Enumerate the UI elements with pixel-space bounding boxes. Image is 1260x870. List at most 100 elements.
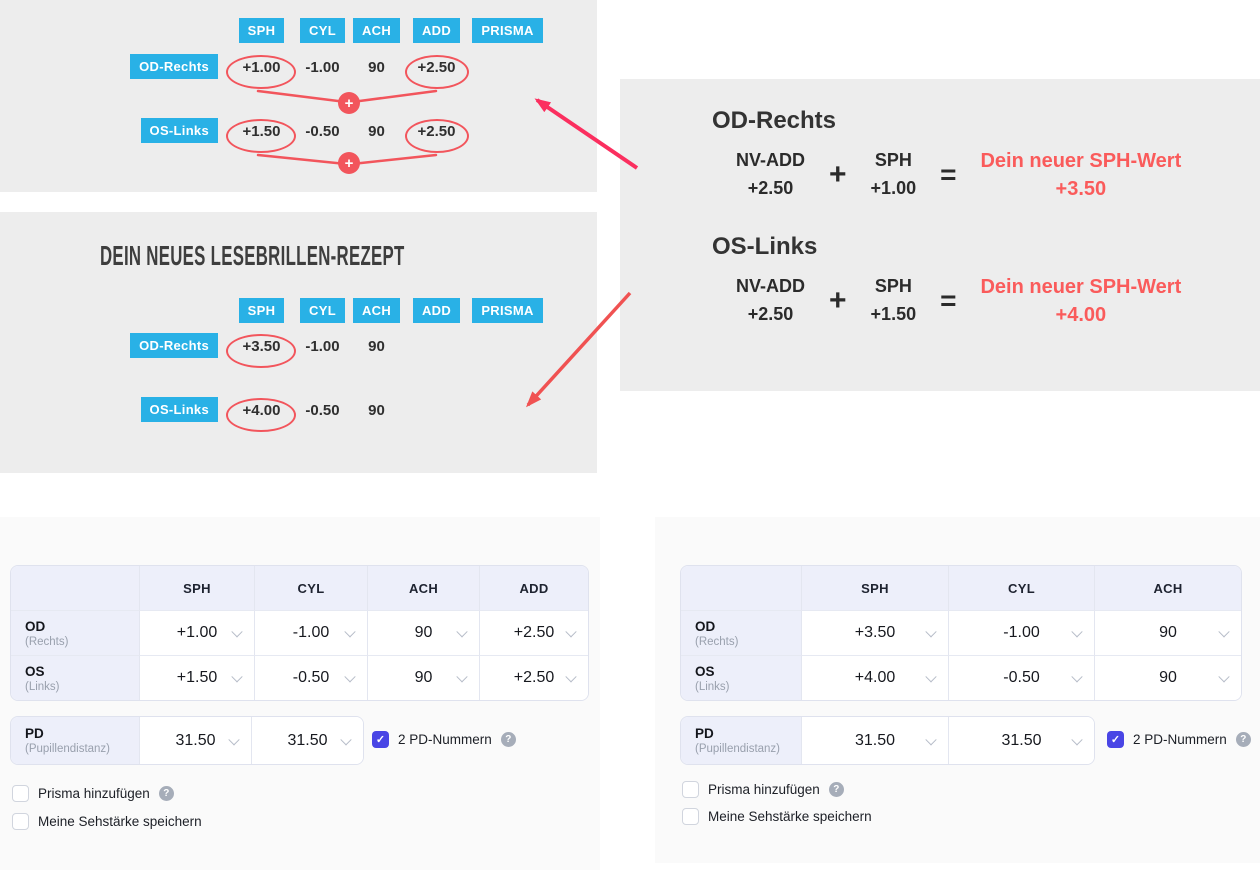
- term-nv-add: NV-ADD +2.50: [736, 273, 805, 329]
- od-ach-value: 90: [368, 58, 385, 76]
- select-od-sph[interactable]: +1.00: [139, 610, 254, 655]
- select-os-add[interactable]: +2.50: [479, 655, 588, 700]
- row-sublabel: (Pupillendistanz): [25, 743, 111, 755]
- corner-cell: [681, 566, 801, 610]
- checkbox-save[interactable]: [682, 808, 699, 825]
- select-od-ach[interactable]: 90: [1094, 610, 1241, 655]
- checkbox-label: Meine Sehstärke speichern: [708, 809, 872, 824]
- equals-operator: =: [940, 159, 957, 190]
- table-header-row: SPH CYL ACH: [681, 566, 1241, 610]
- select-value: -0.50: [292, 669, 330, 686]
- row-sublabel: (Links): [695, 680, 730, 693]
- check-icon: ✓: [375, 734, 386, 746]
- checkbox-label: Prisma hinzufügen: [38, 786, 150, 801]
- result-label: Dein neuer SPH-Wert: [980, 276, 1182, 298]
- select-od-ach[interactable]: 90: [367, 610, 479, 655]
- row-sublabel: (Pupillendistanz): [695, 743, 781, 755]
- chevron-down-icon: [1071, 671, 1083, 683]
- help-icon[interactable]: ?: [1235, 732, 1251, 747]
- col-header-cyl: CYL: [948, 566, 1094, 610]
- term-sph: SPH +1.00: [871, 147, 917, 203]
- chevron-down-icon: [344, 626, 356, 638]
- select-os-sph[interactable]: +4.00: [801, 655, 948, 700]
- checkbox-2-pd[interactable]: ✓: [372, 731, 389, 748]
- select-od-cyl[interactable]: -1.00: [948, 610, 1094, 655]
- row-label-pd: PD (Pupillendistanz): [11, 717, 139, 764]
- os-ach-value: 90: [368, 122, 385, 140]
- checkbox-prisma[interactable]: [682, 781, 699, 798]
- prescription-form-left: SPH CYL ACH ADD OD (Rechts) +1.00 -1.00 …: [0, 517, 600, 870]
- col-header-cyl: CYL: [254, 566, 367, 610]
- select-pd-left[interactable]: 31.50: [251, 717, 363, 764]
- select-value: +2.50: [513, 669, 555, 686]
- row-label-od: OD (Rechts): [681, 610, 801, 655]
- chevron-down-icon: [925, 671, 937, 683]
- save-prescription-option: Meine Sehstärke speichern: [12, 813, 202, 830]
- col-header-prisma: PRISMA: [472, 18, 543, 43]
- plus-operator: +: [829, 158, 847, 191]
- os-sph-value: +1.50: [242, 122, 281, 140]
- prescription-form-right: SPH CYL ACH OD (Rechts) +3.50 -1.00 90 O…: [655, 517, 1260, 863]
- select-od-add[interactable]: +2.50: [479, 610, 588, 655]
- select-os-cyl[interactable]: -0.50: [948, 655, 1094, 700]
- checkbox-prisma[interactable]: [12, 785, 29, 802]
- col-header-add: ADD: [412, 18, 461, 43]
- chevron-down-icon: [925, 626, 937, 638]
- row-label-os-links: OS-Links: [140, 397, 218, 422]
- question-glyph: ?: [833, 784, 840, 795]
- od-sph-value: +3.50: [242, 337, 281, 355]
- pd-numbers-option: ✓ 2 PD-Nummern ?: [372, 731, 516, 748]
- select-os-ach[interactable]: 90: [1094, 655, 1241, 700]
- term-value: +1.00: [870, 178, 917, 198]
- os-add-value: +2.50: [417, 122, 456, 140]
- select-os-ach[interactable]: 90: [367, 655, 479, 700]
- prisma-option: Prisma hinzufügen ?: [12, 785, 174, 802]
- col-header-sph: SPH: [801, 566, 948, 610]
- help-icon[interactable]: ?: [158, 786, 174, 801]
- row-label: OD: [695, 618, 716, 634]
- chevron-down-icon: [925, 733, 937, 745]
- table-row-os: OS (Links) +1.50 -0.50 90 +2.50: [11, 655, 588, 700]
- help-icon[interactable]: ?: [500, 732, 516, 747]
- chevron-down-icon: [1071, 733, 1083, 745]
- table-row-os: OS (Links) +4.00 -0.50 90: [681, 655, 1241, 700]
- formula-row-os: NV-ADD +2.50 + SPH +1.50 = Dein neuer SP…: [736, 273, 1260, 329]
- chevron-down-icon: [1218, 626, 1230, 638]
- result-value: +4.00: [1055, 304, 1107, 326]
- term-sph: SPH +1.50: [871, 273, 917, 329]
- select-pd-right[interactable]: 31.50: [139, 717, 251, 764]
- panel-formula-explainer: OD-Rechts NV-ADD +2.50 + SPH +1.00 = Dei…: [620, 79, 1260, 391]
- row-sublabel: (Rechts): [695, 635, 739, 648]
- os-sph-value: +4.00: [242, 401, 281, 419]
- row-label: OD: [25, 618, 46, 634]
- question-glyph: ?: [163, 788, 170, 799]
- prisma-option: Prisma hinzufügen ?: [682, 781, 844, 798]
- col-header-sph: SPH: [238, 18, 285, 43]
- chevron-down-icon: [231, 626, 243, 638]
- check-icon: ✓: [1110, 734, 1121, 746]
- select-od-cyl[interactable]: -1.00: [254, 610, 367, 655]
- select-os-cyl[interactable]: -0.50: [254, 655, 367, 700]
- select-value: 31.50: [175, 731, 216, 749]
- chevron-down-icon: [456, 671, 468, 683]
- select-value: -1.00: [1003, 624, 1040, 641]
- select-os-sph[interactable]: +1.50: [139, 655, 254, 700]
- table-header-row: SPH CYL ACH ADD: [11, 566, 588, 610]
- select-value: 31.50: [854, 731, 896, 749]
- checkbox-save[interactable]: [12, 813, 29, 830]
- formula-row-od: NV-ADD +2.50 + SPH +1.00 = Dein neuer SP…: [736, 147, 1260, 203]
- select-value: 90: [1159, 624, 1177, 641]
- select-pd-left[interactable]: 31.50: [948, 717, 1094, 764]
- term-value: +2.50: [747, 178, 794, 198]
- os-cyl-value: -0.50: [305, 401, 340, 419]
- pd-numbers-option: ✓ 2 PD-Nummern ?: [1107, 731, 1251, 748]
- checkbox-2-pd[interactable]: ✓: [1107, 731, 1124, 748]
- select-pd-right[interactable]: 31.50: [801, 717, 948, 764]
- select-od-sph[interactable]: +3.50: [801, 610, 948, 655]
- formula-result: Dein neuer SPH-Wert +3.50: [980, 147, 1181, 203]
- plus-glyph: +: [344, 94, 354, 112]
- row-label-od-rechts: OD-Rechts: [130, 54, 218, 79]
- col-header-sph: SPH: [139, 566, 254, 610]
- pd-table: PD (Pupillendistanz) 31.50 31.50: [10, 716, 364, 765]
- help-icon[interactable]: ?: [828, 782, 844, 797]
